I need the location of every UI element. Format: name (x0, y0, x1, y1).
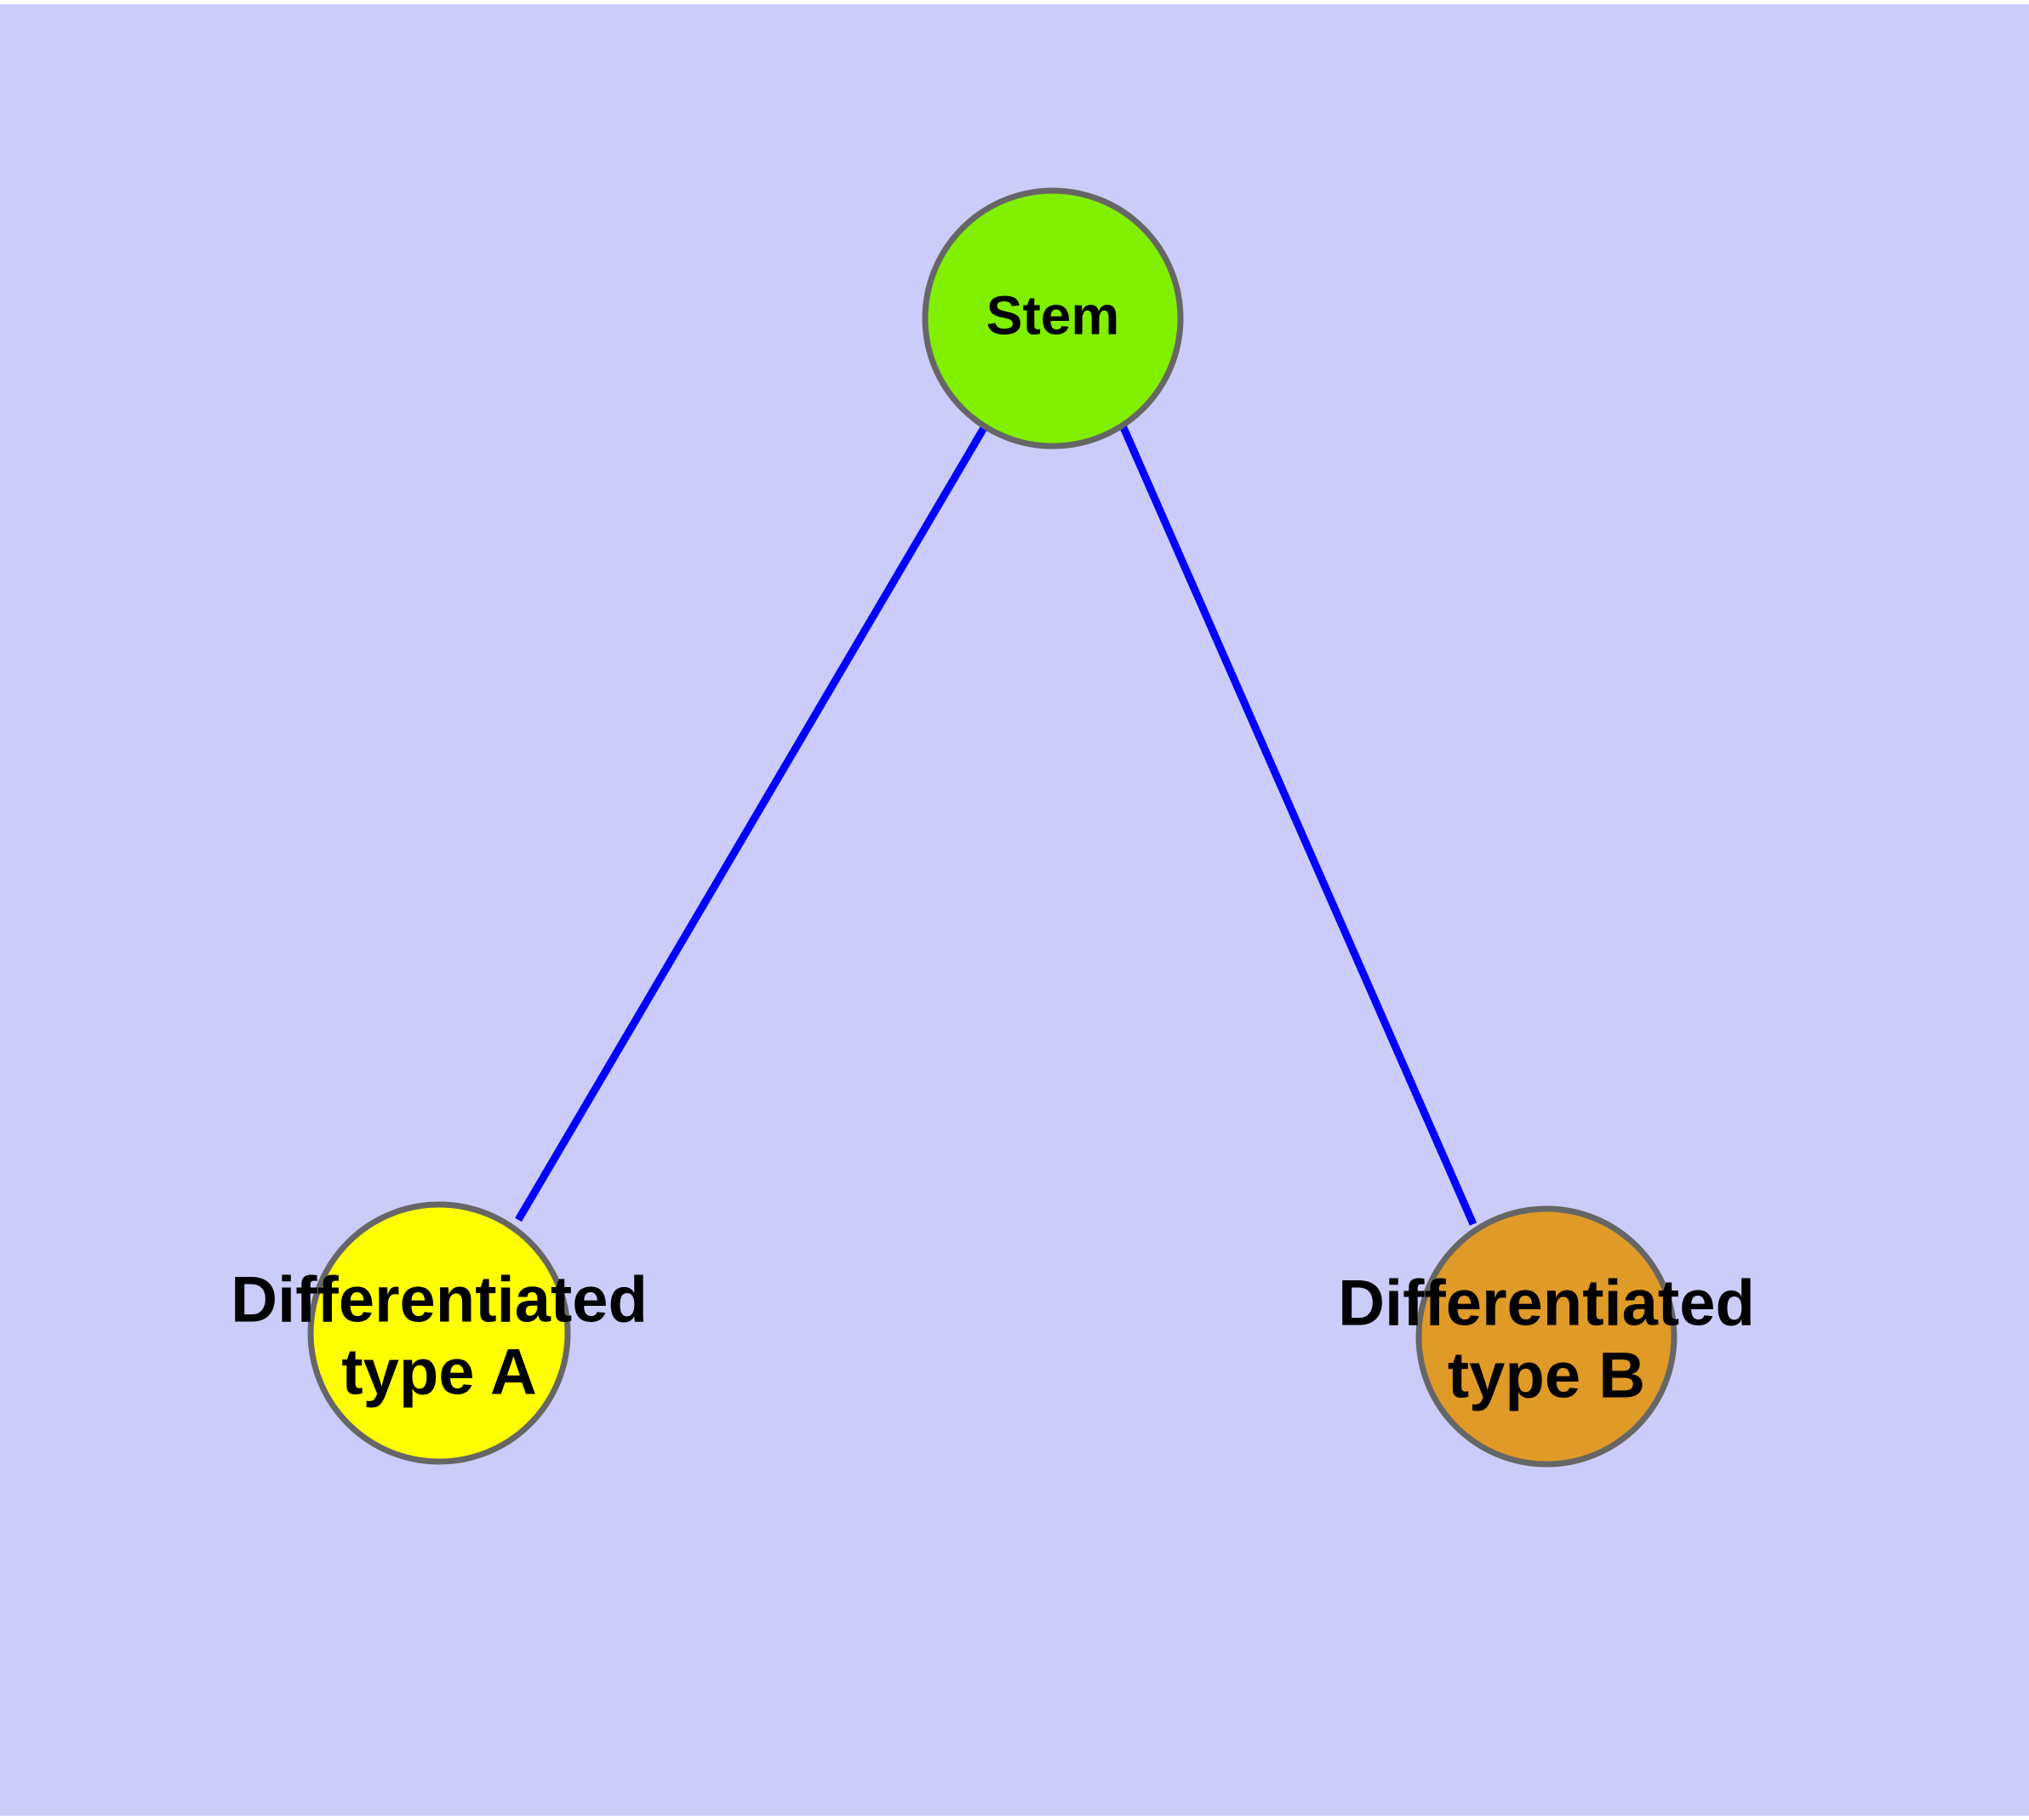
node-circle-diff_a[interactable] (307, 1201, 571, 1465)
edges-group (515, 424, 1477, 1226)
node-label-line1-diff_b: Differentiated (1338, 1268, 1755, 1340)
node-label-line2-diff_b: type B (1448, 1340, 1645, 1412)
node-circle-stem[interactable] (922, 187, 1184, 449)
node-label-stem: Stem (986, 284, 1120, 346)
node-label-line1-diff_a: Differentiated (231, 1264, 648, 1336)
node-stem[interactable]: Stem (922, 187, 1184, 449)
node-label-line1-stem: Stem (986, 284, 1120, 346)
edge-stem-to-diff_b[interactable] (1119, 426, 1477, 1226)
node-circle-diff_b[interactable] (1415, 1205, 1677, 1468)
edge-stem-to-diff_a[interactable] (515, 424, 988, 1222)
node-label-line2-diff_a: type A (341, 1336, 536, 1409)
